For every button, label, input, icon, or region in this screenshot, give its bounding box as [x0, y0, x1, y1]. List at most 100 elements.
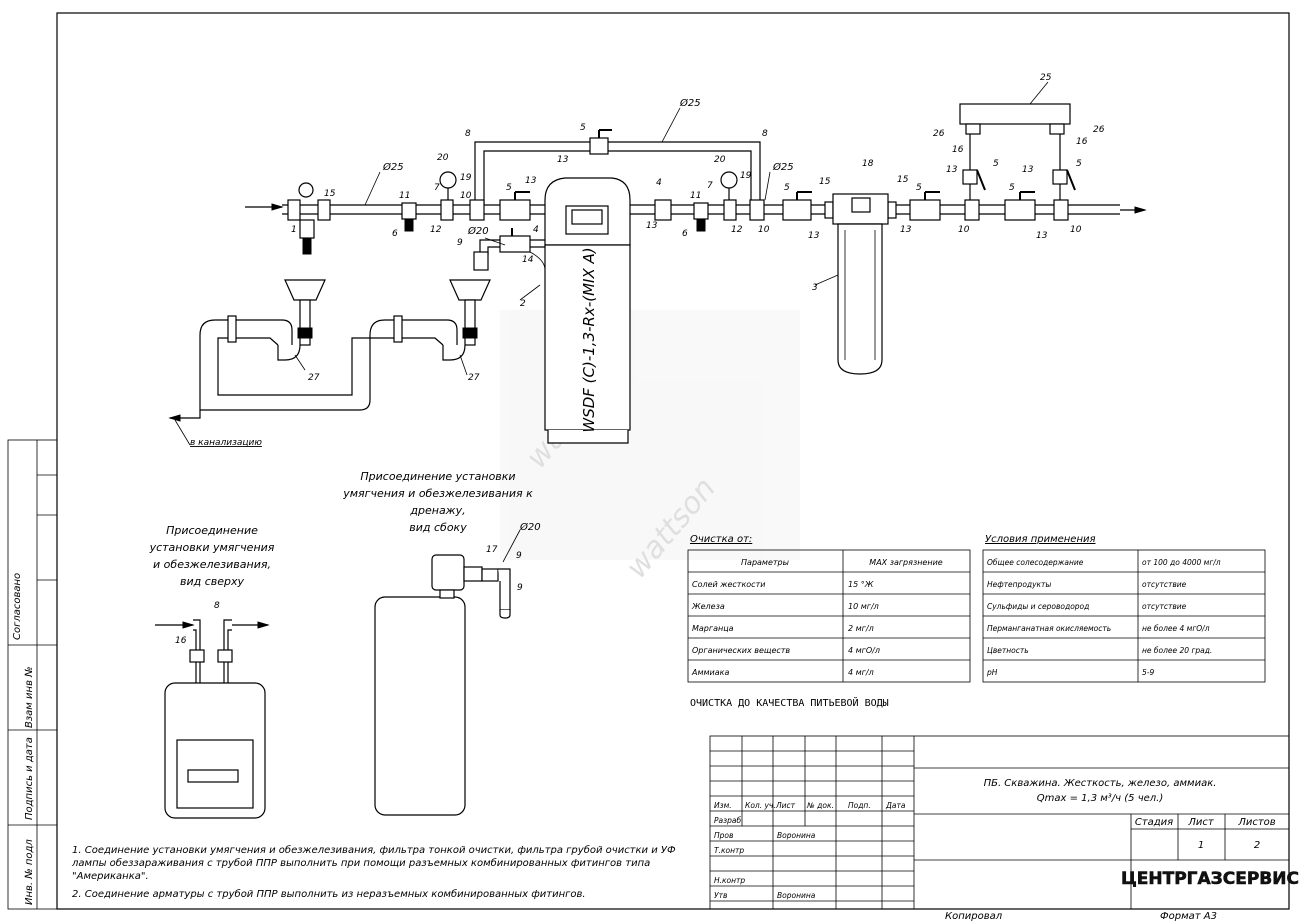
role: Пров	[714, 831, 733, 840]
num: 5	[993, 159, 999, 169]
caption-line: установки умягчения	[149, 541, 275, 554]
table-cell: 4 мгО/л	[848, 646, 880, 655]
num: 19	[740, 171, 752, 181]
leaders	[174, 81, 1049, 446]
label-d25: Ø25	[679, 97, 701, 109]
num: 1	[291, 225, 297, 235]
top-view-illustration: 8 16	[155, 601, 270, 819]
role: Разраб	[714, 816, 741, 825]
col-header: Изм.	[714, 801, 732, 810]
conditions-table: Условия применения Общее солесодержание …	[982, 534, 1266, 683]
format-label: Формат А3	[1160, 911, 1217, 922]
table-cell: 2 мг/л	[848, 624, 874, 633]
caption-line: Присоединение установки	[360, 470, 515, 483]
table-cell: 10 мг/л	[848, 602, 879, 611]
doc-title: ПБ. Скважина. Жесткость, железо, аммиак.	[984, 778, 1217, 789]
table-cell: Нефтепродукты	[987, 580, 1051, 589]
note-line: лампы обеззараживания с трубой ППР выпол…	[71, 857, 650, 869]
cleaning-table-title: Очистка от:	[690, 534, 752, 545]
captions: Присоединение установки умягчения и обез…	[149, 470, 534, 588]
num: 13	[557, 155, 569, 165]
num: 26	[1093, 125, 1105, 135]
fittings	[287, 129, 1069, 255]
num: 4	[656, 178, 662, 188]
num: 26	[933, 129, 945, 139]
num: 6	[682, 229, 688, 239]
caption-line: умягчения и обезжелезивания к	[342, 487, 533, 500]
num: 11	[399, 191, 410, 201]
table-cell: Общее солесодержание	[987, 558, 1084, 567]
label-d20: Ø20	[467, 225, 489, 237]
num: 5	[916, 183, 922, 193]
role: Т.контр	[714, 846, 744, 855]
num: 9	[517, 583, 523, 593]
company-logo: ЦЕНТРГАЗСЕРВИС	[1121, 869, 1299, 889]
table-cell: Цветность	[987, 646, 1029, 655]
num: 20	[437, 153, 449, 163]
caption-line: и обезжелезивания,	[153, 558, 271, 571]
num: 5	[1076, 159, 1082, 169]
num: 15	[819, 177, 831, 187]
col-header: № док.	[806, 801, 834, 810]
num: 16	[952, 145, 964, 155]
num: 3	[812, 283, 818, 293]
table-cell: отсутствие	[1142, 580, 1187, 589]
title-block: Изм. Кол. уч. Лист № док. Подп. Дата Раз…	[709, 735, 1299, 922]
col-header: Лист	[775, 801, 796, 810]
num: 5	[580, 123, 586, 133]
conditions-table-title: Условия применения	[985, 534, 1096, 545]
num: 12	[731, 225, 743, 235]
table-cell: от 100 до 4000 мг/л	[1142, 558, 1221, 567]
num: 8	[762, 129, 768, 139]
col-header: Дата	[885, 801, 906, 810]
side-view-illustration: Ø20 17 9 9	[374, 521, 541, 816]
num: 2	[520, 299, 526, 309]
stamp-agreed: Согласовано	[12, 573, 23, 640]
num: 20	[714, 155, 726, 165]
sheets-value: 2	[1254, 840, 1260, 851]
num: 7	[707, 181, 713, 191]
num: 4	[533, 225, 539, 235]
table-cell: не более 4 мгО/л	[1142, 624, 1210, 633]
num: 13	[1022, 165, 1034, 175]
num: 10	[460, 191, 472, 201]
num: 5	[506, 183, 512, 193]
table-cell: Органических веществ	[692, 646, 790, 655]
num: 27	[468, 373, 480, 383]
drain-label: в канализацию	[190, 438, 262, 448]
num: 5	[1009, 183, 1015, 193]
sheet-value: 1	[1198, 840, 1204, 851]
table-cell: Сульфиды и сероводород	[987, 602, 1089, 611]
num: 13	[900, 225, 912, 235]
num: 13	[808, 231, 820, 241]
num: 7	[434, 183, 440, 193]
copied-label: Копировал	[945, 911, 1003, 922]
col-header: Кол. уч.	[745, 801, 776, 810]
num: 18	[862, 159, 874, 169]
num: 17	[486, 545, 498, 555]
table-cell: 5-9	[1142, 668, 1154, 677]
table-cell: 15 °Ж	[848, 580, 874, 589]
num: 13	[946, 165, 958, 175]
num: 11	[690, 191, 701, 201]
table-cell: Перманганатная окисляемость	[987, 624, 1111, 633]
table-cell: pH	[986, 668, 998, 677]
signer-name: Воронина	[777, 891, 816, 900]
position-numbers: 1 2 3 4 4 5 5 5 5 5 5 5 7 6 6 7 8 8 9 10…	[291, 73, 1105, 383]
role: Н.контр	[714, 876, 745, 885]
num: 27	[308, 373, 320, 383]
caption-line: вид сверху	[180, 575, 245, 588]
num: 9	[516, 551, 522, 561]
cleaning-table: Очистка от: Параметры МАХ загрязнение Со…	[687, 534, 971, 683]
table-header: Параметры	[741, 558, 789, 567]
table-cell: Марганца	[692, 624, 734, 633]
sheets-label: Листов	[1237, 817, 1275, 828]
table-cell: Аммиака	[691, 668, 729, 677]
note-line: "Американка".	[72, 871, 149, 882]
uv-lamp	[959, 103, 1076, 191]
num: 15	[897, 175, 909, 185]
note-line: 1. Соединение установки умягчения и обез…	[72, 844, 676, 856]
num: 10	[958, 225, 970, 235]
col-header: Подп.	[848, 801, 871, 810]
